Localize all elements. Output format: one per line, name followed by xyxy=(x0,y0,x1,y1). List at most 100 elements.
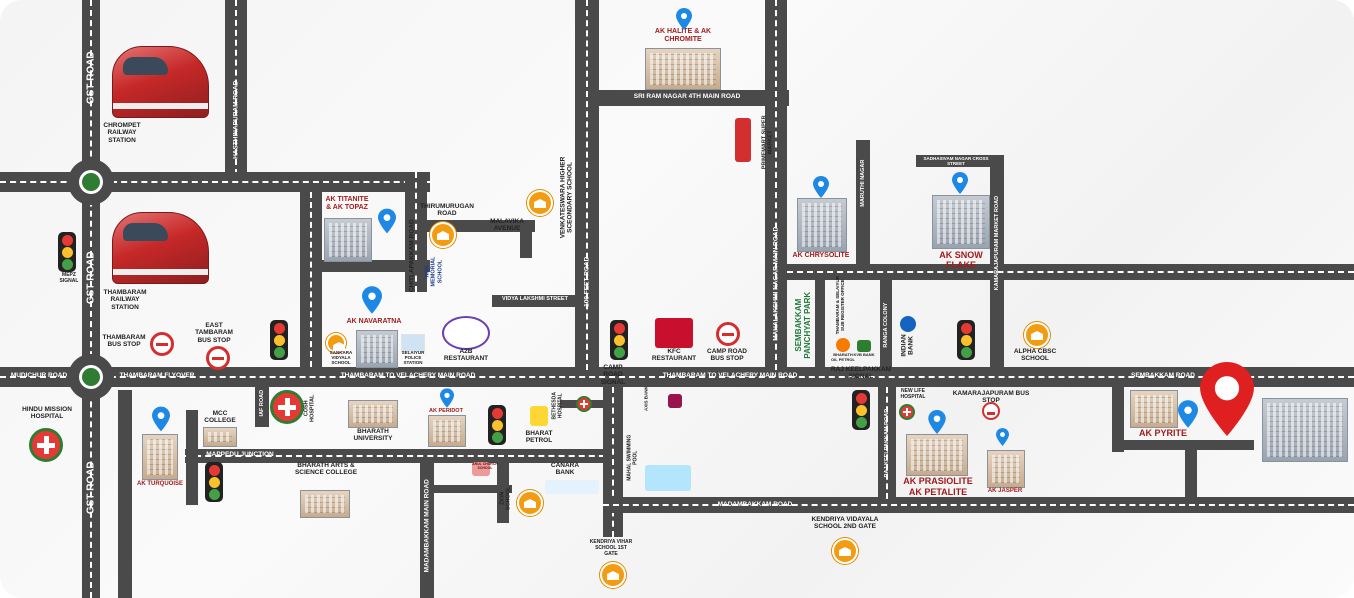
bharath-oil-logo-icon xyxy=(836,338,850,352)
velachery-label-1: THAMBARAM TO VELACHERY MAIN ROAD xyxy=(340,372,476,379)
bharath-arts-building xyxy=(300,490,350,518)
ak-navaratna-building xyxy=(356,330,398,368)
kvb-logo-icon xyxy=(857,340,871,352)
gst-road-label-top: GST ROAD xyxy=(85,51,97,105)
axis-bank-label: AXIS BANK xyxy=(643,386,649,411)
sadhasivam-label: SADHASIVAM NAGAR CROSS STREET xyxy=(923,156,989,167)
mcc-college-label: MCC COLLEGE xyxy=(204,410,236,425)
school-icon xyxy=(1024,322,1050,348)
zion-drop xyxy=(497,463,509,523)
hospital-icon xyxy=(899,404,915,420)
chitlapakkam-label: CHITLAPAKKAM ROAD xyxy=(408,219,416,293)
school-icon xyxy=(430,222,456,248)
malavika-label: MALAVIKA AVENUE xyxy=(490,218,524,233)
map-pin-icon[interactable] xyxy=(928,410,946,434)
keelpakkam-label: RAJ KEELPAKKAM ROAD xyxy=(883,408,890,478)
ak-turquoise-building xyxy=(142,434,178,480)
thambaram-roundabout xyxy=(68,354,114,400)
kamarajapuram-market-road xyxy=(990,155,1004,370)
new-life-hospital-label: NEW LIFE HOSPITAL xyxy=(900,388,926,400)
school-icon xyxy=(832,538,858,564)
vidya-lakshmi-street xyxy=(492,295,577,307)
map-pin-icon[interactable] xyxy=(378,208,396,234)
train-icon xyxy=(112,212,209,284)
east-tambaram-bus-stop-label: EAST TAMBARAM BUS STOP xyxy=(195,322,233,344)
nsn-school-label: NSN MEMORIAL SCHOOL xyxy=(424,256,444,287)
thirumurugan-label: THIRUMURUGAN ROAD xyxy=(420,203,474,218)
thambaram-flyover-label: THAMBARAM FLYOVER xyxy=(119,372,195,379)
zion-school-label: ZION SCHOOL xyxy=(499,486,512,511)
traffic-light-icon xyxy=(205,462,223,502)
school-icon xyxy=(600,562,626,588)
map-pin-icon[interactable] xyxy=(362,286,382,314)
ranga-colony-label: RANGA COLONY xyxy=(882,302,889,348)
bus-stop-icon xyxy=(150,332,174,356)
ak-prasiolite-label: AK PRASIOLITE xyxy=(903,476,973,486)
zion-lane xyxy=(432,485,512,493)
mappedu-road xyxy=(185,449,615,463)
madambakkam-main-road xyxy=(420,463,434,598)
gst-road-label-mid: GST ROAD xyxy=(85,251,97,305)
selaiyur-police-label: SELAIYUR POLICE STATION xyxy=(401,350,425,366)
map-pin-icon[interactable] xyxy=(813,176,829,198)
top-cross-road xyxy=(0,172,430,192)
school-icon xyxy=(517,490,543,516)
hasthinapuram-road xyxy=(225,0,247,175)
chitlapakkam-link xyxy=(320,260,430,272)
sankara-school-label: SANKARA VIDYALA SCHOOL xyxy=(329,350,353,366)
hospital-icon xyxy=(270,390,304,424)
madambakkam-road-label: MADAMBAKKAM ROAD xyxy=(717,501,793,508)
mahalakshmi-nagar-road xyxy=(765,0,787,370)
sub-registrar-label: THAMBARAM & SELAIYUR SUB REGISTER OFFICE xyxy=(834,276,845,335)
sri-ram-nagar-label: SRI RAM NAGAR 4TH MAIN ROAD xyxy=(633,93,741,100)
canara-bank-logo-icon xyxy=(545,480,599,494)
bharat-petrol-label: BHARAT PETROL xyxy=(525,430,553,445)
canara-bank-label: CANARA BANK xyxy=(550,462,580,477)
mepz-signal-label: MEPZ SIGNAL xyxy=(59,272,79,284)
camp-road-signal-label: CAMP ROAD SIGNAL xyxy=(600,364,626,386)
ak-peridot-building xyxy=(428,415,466,447)
bethesda-hospital-label: BETHESDA HOSPITAL xyxy=(551,392,563,420)
map-pin-icon[interactable] xyxy=(996,428,1009,446)
thambaram-bus-stop-label: THAMBARAM BUS STOP xyxy=(102,334,146,349)
a2b-restaurant-label: A2B RESTAURANT xyxy=(443,348,489,363)
map-pin-icon[interactable] xyxy=(440,388,454,408)
mcc-lane xyxy=(186,410,198,505)
ak-pyrite-render-building xyxy=(1262,398,1348,462)
gst-road-label-bottom: GST ROAD xyxy=(85,461,97,515)
traffic-light-icon xyxy=(58,232,76,272)
chitlapakkam-road xyxy=(300,192,322,367)
ak-petalite-label: AK PETALITE xyxy=(908,487,968,497)
sembakkam-panchayat-label: SEMBAKKAM PANCHYAT PARK xyxy=(793,291,812,359)
hasthinapuram-road-label: HASTHINAPURAM ROAD xyxy=(232,80,240,159)
ak-halite-label: AK HALITE & AK CHROMITE xyxy=(654,28,712,44)
sadhasivam-street xyxy=(916,155,996,167)
primemart-logo-icon xyxy=(735,118,751,162)
ak-pyrite-label: AK PYRITE xyxy=(1138,428,1187,438)
map-pin-icon[interactable] xyxy=(1178,400,1198,428)
sembakkam-label: SEMBAKKAM ROAD xyxy=(1131,372,1195,379)
pyrite-lane xyxy=(1112,440,1254,450)
maruthi-label: MARUTHI NAGAR xyxy=(859,159,866,207)
map-pin-icon[interactable] xyxy=(676,8,692,30)
map-pin-icon[interactable] xyxy=(952,172,968,194)
100-feet-road-label: 100 FEET ROAD xyxy=(583,256,591,307)
iaf-road xyxy=(255,387,269,427)
pyrite-drop xyxy=(1185,450,1197,500)
camp-road-bus-stop-label: CAMP ROAD BUS STOP xyxy=(707,348,747,363)
ak-jasper-building xyxy=(987,450,1025,488)
ak-snow-flake-label: AK SNOW FLAKE xyxy=(939,250,983,271)
mcc-college-building xyxy=(203,427,237,447)
iaf-label: IAF ROAD xyxy=(258,389,265,417)
raj-keelpakkam-signal-label: RAJ KEELPAKKAM SIGNAL xyxy=(830,366,892,381)
main-location-pin-icon[interactable] xyxy=(1200,362,1254,436)
swimming-pool-logo-icon xyxy=(645,465,691,491)
ak-navaratna-label: AK NAVARATNA xyxy=(346,318,402,325)
ak-snow-flake-building xyxy=(932,195,990,249)
traffic-light-icon xyxy=(852,390,870,430)
arul-church-label: ARUL CHURCH SCHOOL xyxy=(472,462,498,471)
hindu-mission-hospital-label: HINDU MISSION HOSPITAL xyxy=(22,406,72,421)
map-pin-icon[interactable] xyxy=(152,406,170,432)
bharath-university-building xyxy=(348,400,398,428)
